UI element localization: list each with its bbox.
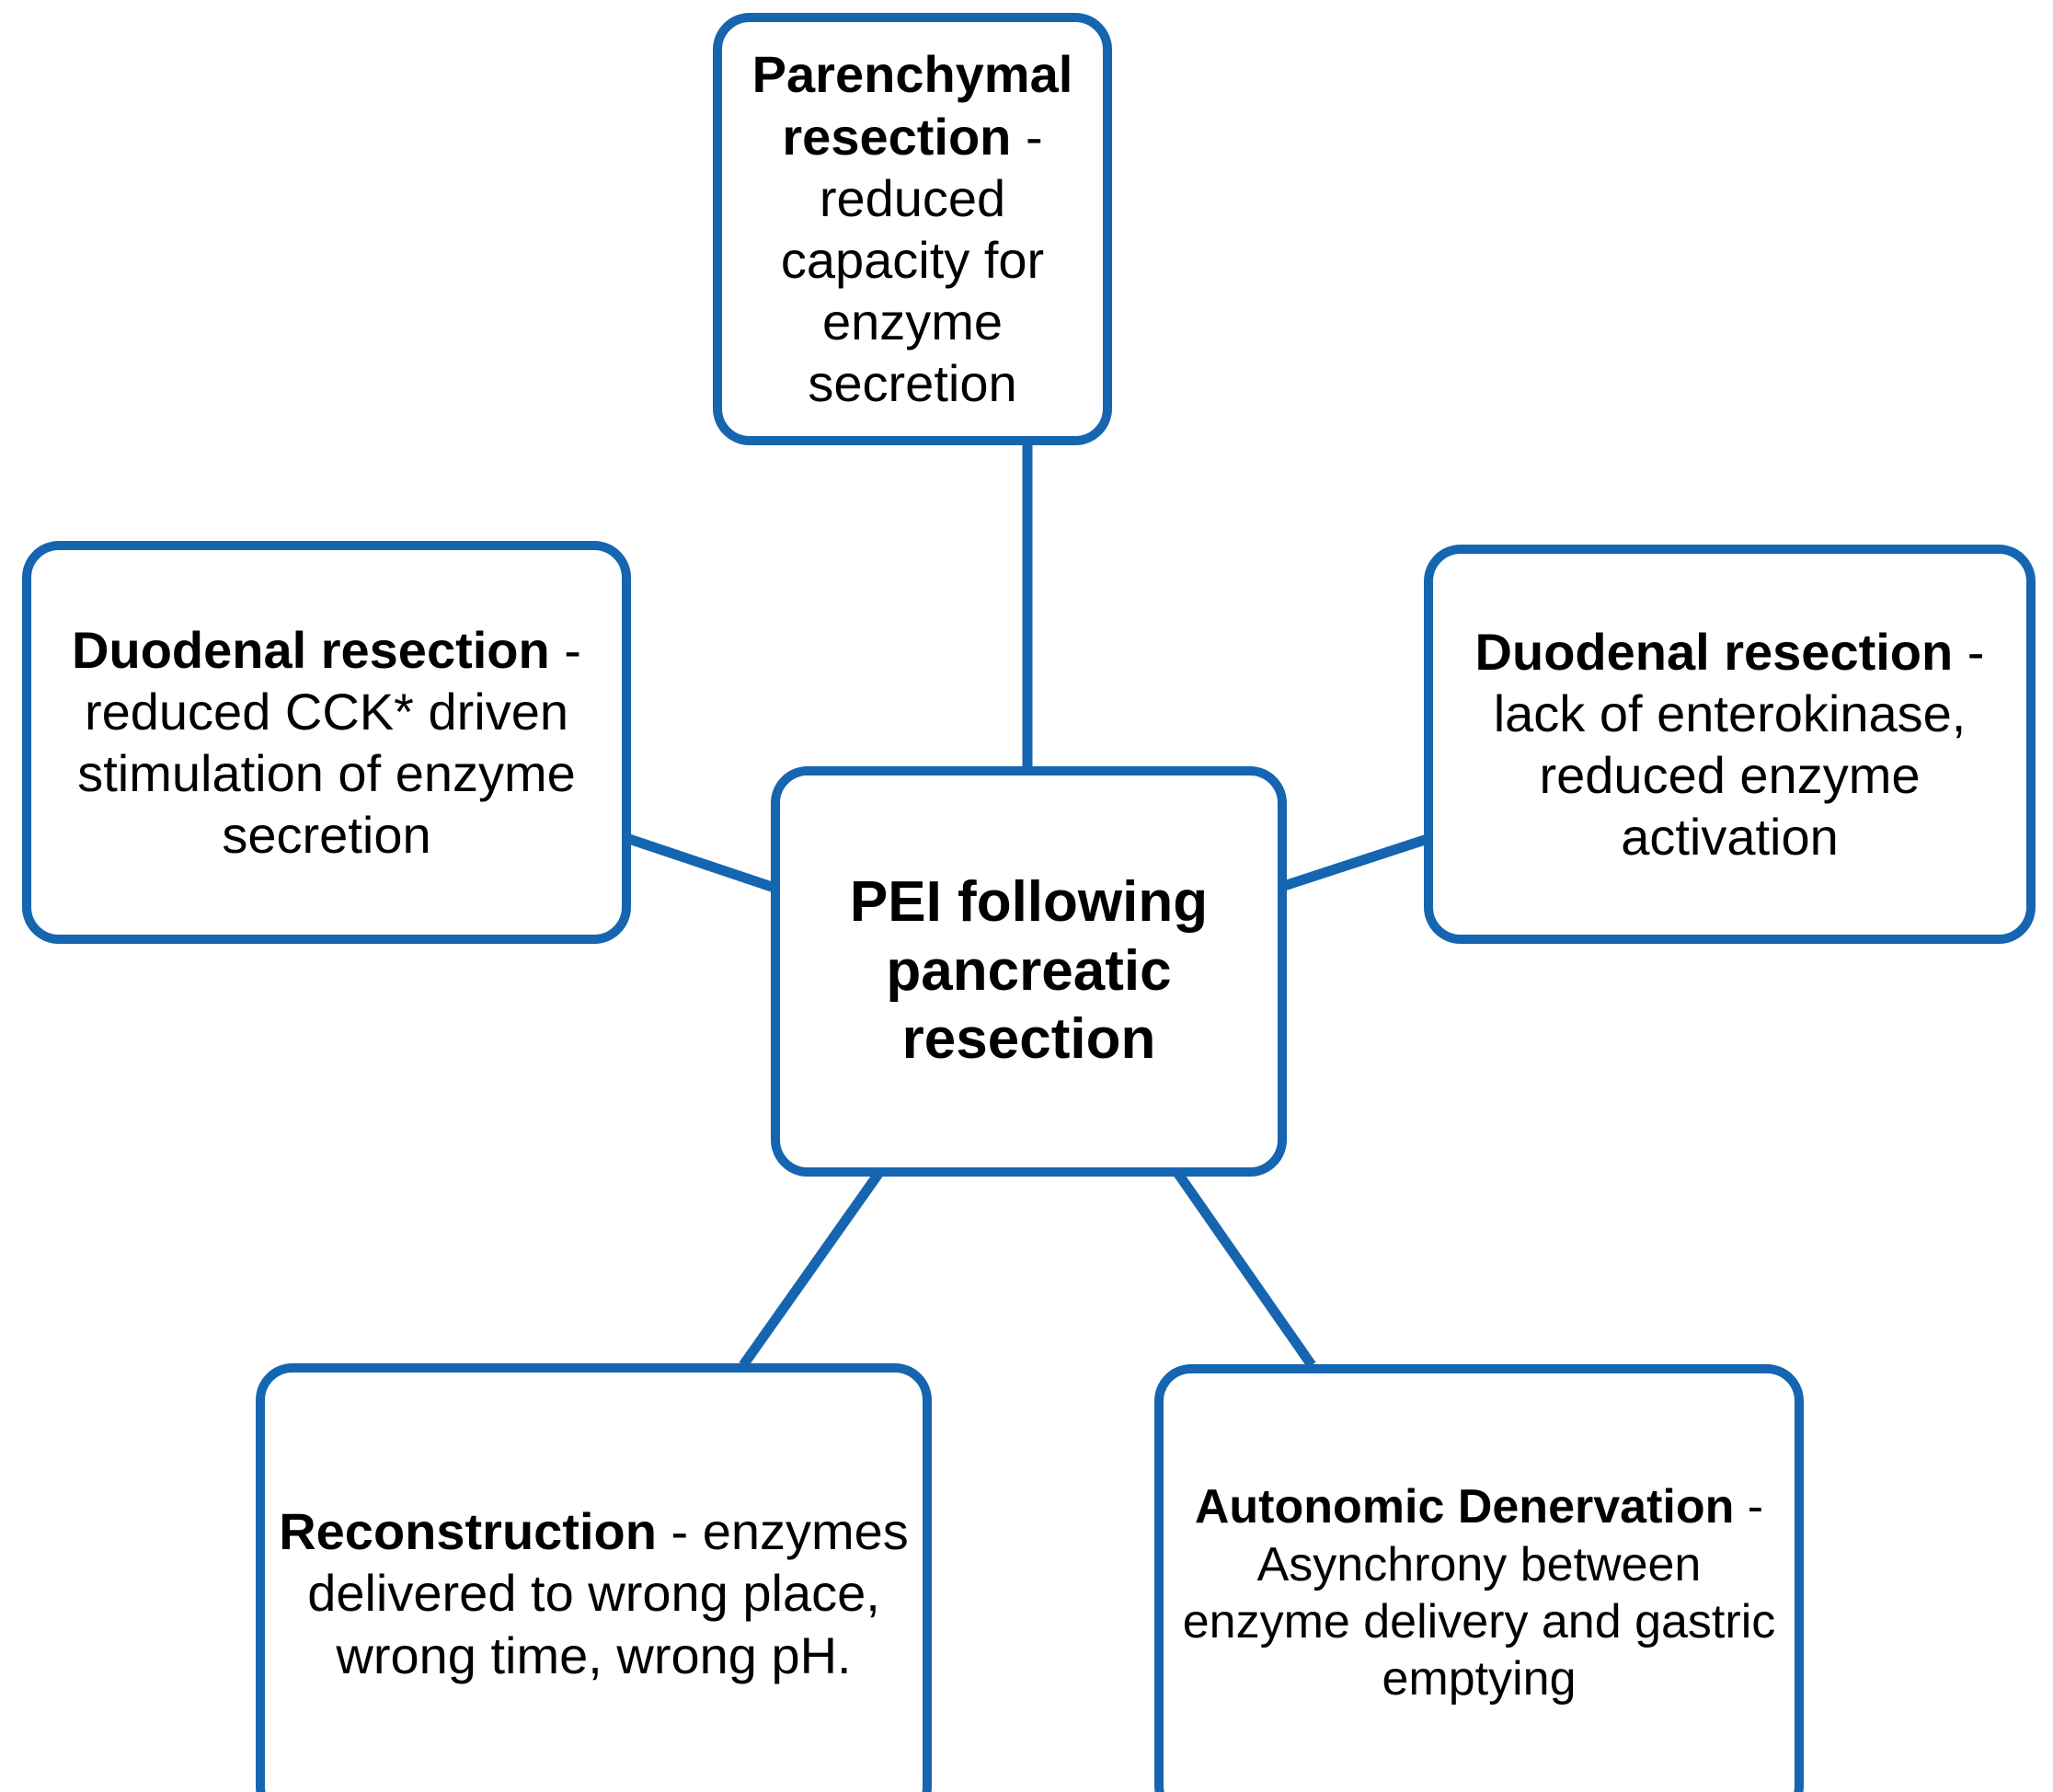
node-reconstruction-body: - enzymes delivered to wrong place, wron… (307, 1502, 909, 1684)
node-duodenal-resection-enterokinase[interactable]: Duodenal resection - lack of enterokinas… (1424, 545, 2036, 944)
node-duodenal-enterokinase-heading: Duodenal resection (1474, 622, 1954, 681)
node-autonomic-body: - Asynchrony between enzyme delivery and… (1182, 1480, 1776, 1706)
node-reconstruction-text: Reconstruction - enzymes delivered to wr… (265, 1500, 923, 1686)
node-duodenal-cck-text: Duodenal resection - reduced CCK* driven… (31, 619, 622, 867)
node-parenchymal-text: Parenchymal resection - reduced capacity… (722, 43, 1103, 414)
connector-center-to-duodenal-cck (627, 833, 776, 893)
node-autonomic-denervation[interactable]: Autonomic Denervation - Asynchrony betwe… (1154, 1364, 1804, 1792)
node-duodenal-cck-body: - reduced CCK* driven stimulation of enz… (77, 620, 581, 865)
node-autonomic-heading: Autonomic Denervation (1194, 1480, 1735, 1534)
node-parenchymal-heading: Parenchymal resection (751, 45, 1073, 166)
connector-center-to-reconstruction (739, 1170, 883, 1369)
node-duodenal-resection-cck[interactable]: Duodenal resection - reduced CCK* driven… (22, 541, 631, 944)
node-reconstruction-heading: Reconstruction (279, 1502, 657, 1561)
node-pei-center-text: PEI following pancreatic resection (849, 870, 1209, 1072)
node-duodenal-enterokinase-text: Duodenal resection - lack of enterokinas… (1433, 621, 2026, 868)
node-pei-center[interactable]: PEI following pancreatic resection (771, 766, 1287, 1177)
node-reconstruction[interactable]: Reconstruction - enzymes delivered to wr… (256, 1363, 932, 1792)
node-parenchymal-resection[interactable]: Parenchymal resection - reduced capacity… (713, 13, 1112, 445)
connector-center-to-duodenal-enterokinase (1282, 833, 1429, 891)
node-duodenal-enterokinase-body: - lack of enterokinase, reduced enzyme a… (1493, 622, 1985, 867)
node-autonomic-text: Autonomic Denervation - Asynchrony betwe… (1164, 1478, 1795, 1708)
node-duodenal-cck-heading: Duodenal resection (72, 620, 550, 679)
connector-center-to-autonomic (1174, 1170, 1316, 1369)
node-parenchymal-body: - reduced capacity for enzyme secretion (780, 107, 1045, 413)
